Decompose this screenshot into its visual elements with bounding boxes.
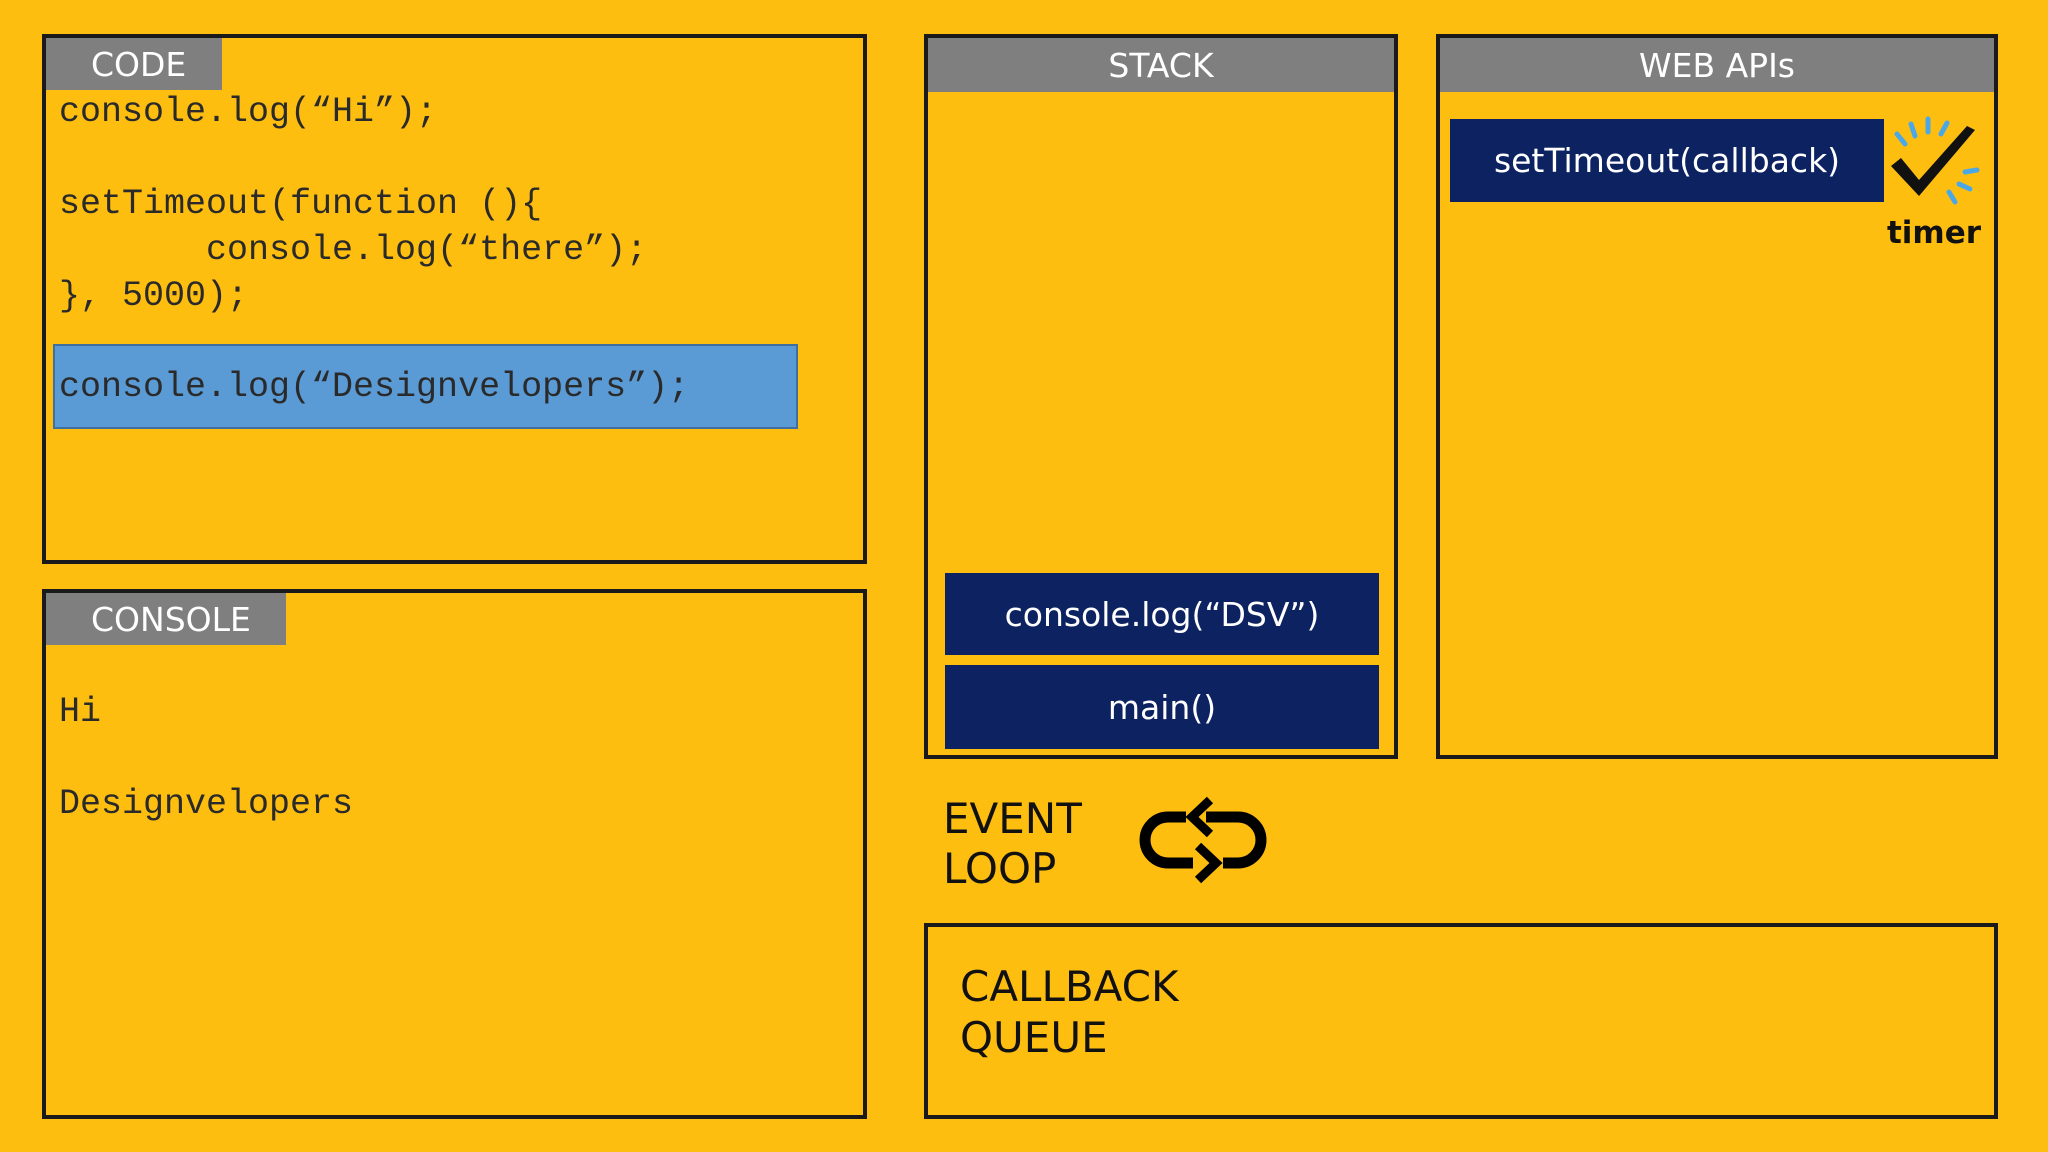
code-line-1: console.log(“Hi”); (59, 92, 438, 132)
loop-arrows-icon (1139, 796, 1267, 884)
code-line-2: setTimeout(function (){ (59, 184, 543, 224)
web-apis-panel (1436, 34, 1998, 759)
code-line-5: console.log(“Designvelopers”); (59, 367, 690, 407)
console-tab: CONSOLE (46, 593, 286, 645)
callback-queue-label-line1: CALLBACK (960, 962, 1179, 1011)
timer-label: timer (1886, 215, 1982, 251)
code-tab: CODE (46, 38, 222, 90)
console-output-1: Hi (59, 692, 102, 732)
timer-check-icon (1891, 116, 1980, 205)
stack-tab: STACK (928, 38, 1394, 92)
stack-frame-1: console.log(“DSV”) (945, 573, 1379, 655)
web-api-item: setTimeout(callback) (1450, 119, 1884, 202)
event-loop-label-line1: EVENT (943, 794, 1082, 843)
console-panel (42, 589, 867, 1119)
highlight-bar (53, 344, 798, 429)
code-line-4: }, 5000); (59, 276, 249, 316)
callback-queue-label-line2: QUEUE (960, 1013, 1108, 1062)
stack-frame-2: main() (945, 665, 1379, 749)
code-line-3: console.log(“there”); (59, 230, 648, 270)
callback-queue-panel (924, 923, 1998, 1119)
web-apis-tab: WEB APIs (1440, 38, 1994, 92)
code-panel (42, 34, 867, 564)
console-output-2: Designvelopers (59, 784, 354, 824)
stack-panel (924, 34, 1398, 759)
event-loop-label-line2: LOOP (943, 844, 1057, 893)
